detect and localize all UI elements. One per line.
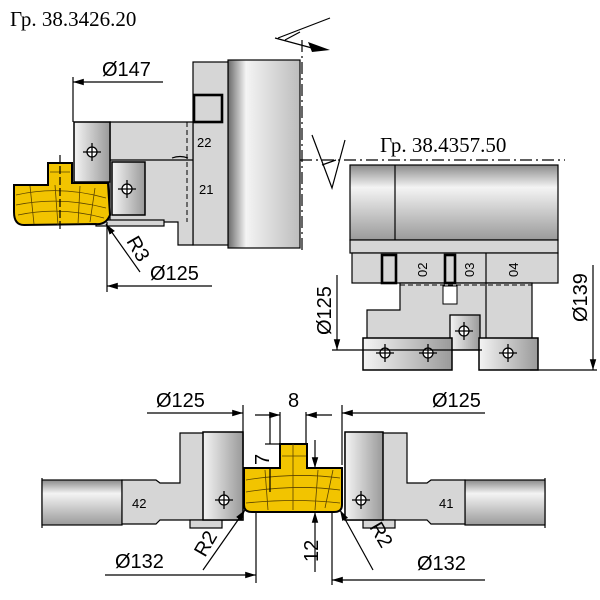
drawing-right: Гр. 38.4357.50 02 03 04 Ø125 Ø139 — [300, 133, 597, 371]
clamp-plate — [189, 519, 223, 529]
dim-d125: Ø125 — [150, 263, 199, 285]
divider-line — [110, 155, 193, 161]
dim-h12: 12 — [301, 540, 323, 562]
spindle-left — [41, 479, 123, 526]
cutter-label-02: 02 — [415, 263, 430, 277]
cutter-label-03: 03 — [462, 263, 477, 277]
dim-d125: Ø125 — [314, 286, 336, 335]
cutter-label-04: 04 — [506, 263, 521, 277]
knife-02 — [362, 337, 453, 371]
dim-d132-right: Ø132 — [417, 553, 466, 575]
dim-r3: R3 — [122, 233, 154, 266]
cutter-label-42: 42 — [132, 496, 146, 511]
dim-d132-left: Ø132 — [115, 551, 164, 573]
spacer-slot — [380, 253, 398, 285]
cutter-label-41: 41 — [439, 496, 453, 511]
extension-line — [279, 412, 307, 444]
cutter-label-21: 21 — [199, 182, 213, 197]
dim-d125-left: Ø125 — [156, 390, 205, 412]
spindle-body — [349, 164, 559, 241]
wood-grain — [245, 444, 341, 511]
drawing-title: Гр. 38.4357.50 — [380, 133, 506, 157]
spindle-body — [227, 59, 301, 249]
knife-left — [202, 431, 244, 521]
dim-d147: Ø147 — [102, 59, 151, 81]
rotation-symbol-icon — [311, 134, 346, 190]
cutter-label-22: 22 — [197, 135, 211, 150]
workpiece-profile — [13, 162, 112, 227]
slot-gap — [442, 285, 458, 305]
spacer-slot — [443, 253, 457, 285]
dim-r2-left: R2 — [190, 527, 222, 560]
extension-line — [255, 512, 333, 585]
drawing-bottom: 42 41 Ø125 Ø125 8 7 12 R2 R2 Ø132 Ø132 — [41, 390, 546, 585]
dim-w8: 8 — [288, 390, 299, 412]
radius-leader — [339, 509, 374, 571]
spindle-right — [464, 479, 546, 526]
radius-leader — [105, 223, 141, 273]
knife-right — [344, 431, 384, 521]
dim-h7: 7 — [252, 454, 274, 465]
dim-d139: Ø139 — [570, 273, 592, 322]
radius-leader — [202, 509, 246, 571]
drawing-top-left: Гр. 38.3426.20 22 21 Ø147 Ø125 R3 — [10, 7, 331, 292]
dim-d125-right: Ø125 — [432, 390, 481, 412]
flange — [349, 239, 559, 254]
drawing-title: Гр. 38.3426.20 — [10, 7, 136, 31]
rotation-symbol-icon — [274, 17, 331, 49]
spacer-block — [192, 93, 224, 124]
hub — [192, 61, 229, 246]
rotation-arrow-icon — [308, 42, 330, 52]
